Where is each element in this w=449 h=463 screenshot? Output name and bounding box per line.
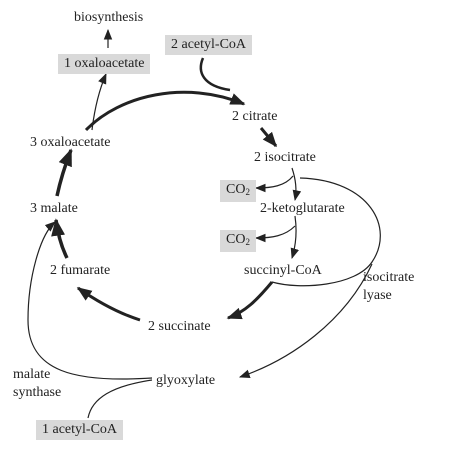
acetyl-coa-1-join-line	[87, 379, 153, 419]
malate-synthase-label: malate synthase	[13, 367, 62, 400]
isocitrate-lyase-label: isocitrate lyase	[363, 270, 415, 303]
isocitrate-lyase-glyoxylate-arrow	[238, 263, 373, 378]
co2-release-arrow-2	[254, 225, 296, 243]
co2-box-1: CO2	[220, 180, 256, 202]
succinyl-coa-to-succinate-arrow	[226, 281, 274, 320]
glyoxylate-label: glyoxylate	[156, 373, 216, 388]
acetyl-coa-join-arrow	[199, 57, 231, 92]
citrate-to-isocitrate-arrow	[259, 127, 278, 148]
ketoglutarate-to-succinyl-coa-arrow	[290, 215, 299, 260]
fumarate-to-malate-arrow	[51, 218, 69, 259]
isocitrate-2-label: 2 isocitrate	[254, 150, 316, 165]
ketoglutarate-2-label: 2-ketoglutarate	[260, 201, 345, 216]
isocitrate-to-ketoglutarate-arrow	[291, 167, 302, 202]
citrate-2-label: 2 citrate	[232, 109, 278, 124]
malate-to-oxaloacetate-arrow	[55, 148, 73, 197]
co2-1-sub: 2	[245, 187, 250, 197]
biosynthesis-label: biosynthesis	[74, 10, 144, 25]
succinate-2-label: 2 succinate	[148, 319, 211, 334]
oxaloacetate-3-label: 3 oxaloacetate	[30, 135, 111, 150]
oxaloacetate-to-citrate-arrow	[84, 90, 246, 132]
co2-release-arrow-1	[254, 175, 294, 193]
malate-synthase-arc	[27, 221, 153, 380]
malate-3-label: 3 malate	[30, 201, 78, 216]
isocitrate-lyase-succinate-branch	[271, 177, 381, 287]
succinyl-coa-label: succinyl-CoA	[244, 263, 322, 278]
oxaloacetate-1-box: 1 oxaloacetate	[58, 54, 151, 74]
co2-2-base: CO	[226, 232, 246, 247]
co2-1-base: CO	[226, 182, 246, 197]
fumarate-2-label: 2 fumarate	[50, 263, 111, 278]
acetyl-coa-2-box: 2 acetyl-CoA	[165, 35, 253, 55]
succinate-to-fumarate-arrow	[76, 286, 141, 322]
co2-2-sub: 2	[245, 237, 250, 247]
acetyl-coa-1-box: 1 acetyl-CoA	[36, 420, 124, 440]
co2-box-2: CO2	[220, 230, 256, 252]
